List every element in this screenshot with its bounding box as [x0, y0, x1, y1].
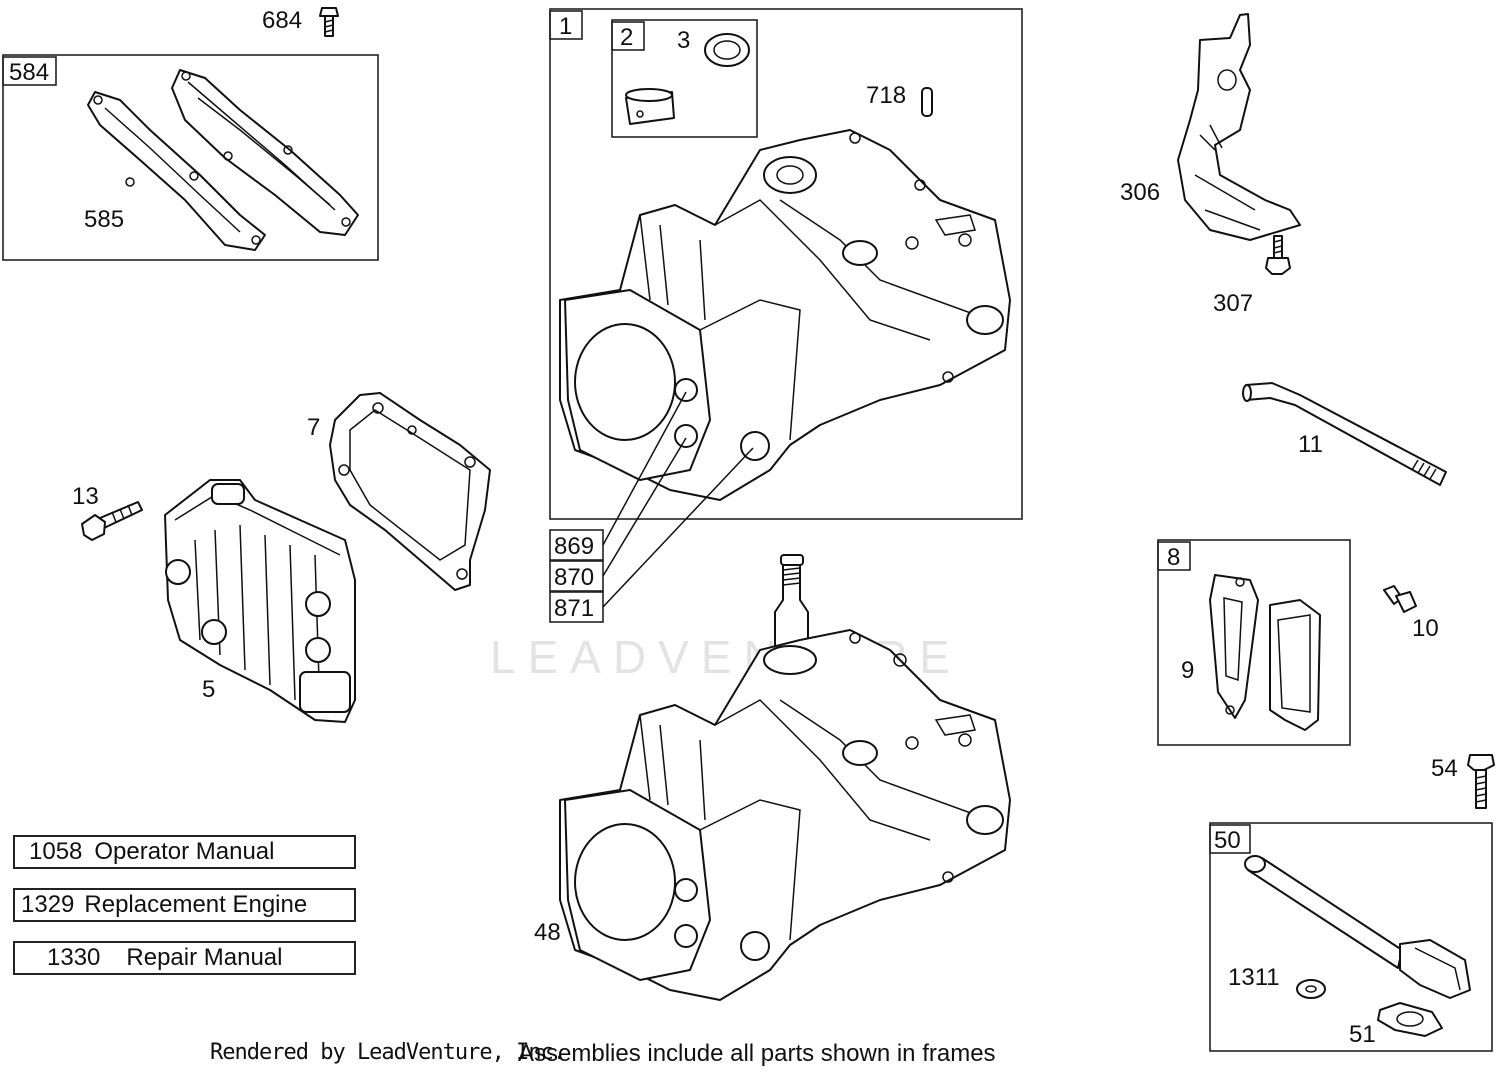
callout-3[interactable]: 3 [677, 27, 690, 54]
callout-306[interactable]: 306 [1120, 179, 1160, 206]
callout-718[interactable]: 718 [866, 82, 906, 109]
manual-item-1330[interactable]: 1330 Repair Manual [13, 941, 356, 975]
bolt-684: 684 [262, 7, 339, 37]
manual-title: Replacement Engine [84, 891, 308, 918]
callout-13[interactable]: 13 [72, 483, 99, 510]
assemblies-note: Assemblies include all parts shown in fr… [518, 1040, 996, 1067]
manual-number: 1330 [47, 944, 101, 971]
callout-870[interactable]: 870 [554, 564, 594, 591]
frame-584: 584 585 [2, 54, 379, 261]
callout-54[interactable]: 54 [1431, 755, 1458, 782]
callout-9[interactable]: 9 [1181, 657, 1194, 684]
callout-1311[interactable]: 1311 [1228, 964, 1280, 991]
manual-title: Operator Manual [94, 838, 275, 865]
bolt-13: 13 [72, 483, 143, 541]
manual-title: Repair Manual [126, 944, 283, 971]
manual-number: 1329 [21, 891, 75, 918]
bolt-10: 10 [1383, 585, 1439, 642]
callout-10[interactable]: 10 [1412, 615, 1439, 642]
rendered-by-credit: Rendered by LeadVenture, Inc. [210, 1040, 566, 1065]
callout-7[interactable]: 7 [307, 414, 320, 441]
frame-8: 8 9 [1157, 539, 1351, 746]
callout-1[interactable]: 1 [559, 13, 572, 40]
cylinder-head-5: 5 [164, 479, 356, 723]
manual-item-1058[interactable]: 1058 Operator Manual [13, 835, 356, 869]
callout-2[interactable]: 2 [620, 24, 633, 51]
shield-306: 306 [1120, 13, 1301, 241]
callout-307[interactable]: 307 [1213, 290, 1253, 317]
callout-869[interactable]: 869 [554, 533, 594, 560]
callout-871[interactable]: 871 [554, 595, 594, 622]
dipstick-tube-11: 11 [1242, 382, 1447, 486]
callout-50[interactable]: 50 [1214, 827, 1241, 854]
crankcase-48: 48 [534, 554, 1011, 1001]
head-gasket-7: 7 [307, 392, 491, 591]
bolt-307: 307 [1213, 235, 1291, 317]
callout-5[interactable]: 5 [202, 676, 215, 703]
callout-584[interactable]: 584 [9, 59, 49, 86]
callout-8[interactable]: 8 [1167, 544, 1180, 571]
callouts-869-871: 869 870 871 [549, 391, 754, 623]
callout-585[interactable]: 585 [84, 206, 124, 233]
callout-48[interactable]: 48 [534, 919, 561, 946]
manual-item-1329[interactable]: 1329 Replacement Engine [13, 888, 356, 922]
manual-number: 1058 [29, 838, 83, 865]
callout-11[interactable]: 11 [1298, 431, 1323, 458]
frame-1: 1 2 3 718 [549, 8, 1023, 520]
callout-684[interactable]: 684 [262, 7, 302, 34]
bolt-54: 54 [1431, 754, 1495, 809]
callout-51[interactable]: 51 [1349, 1021, 1376, 1048]
frame-50: 50 1311 51 [1209, 822, 1493, 1052]
